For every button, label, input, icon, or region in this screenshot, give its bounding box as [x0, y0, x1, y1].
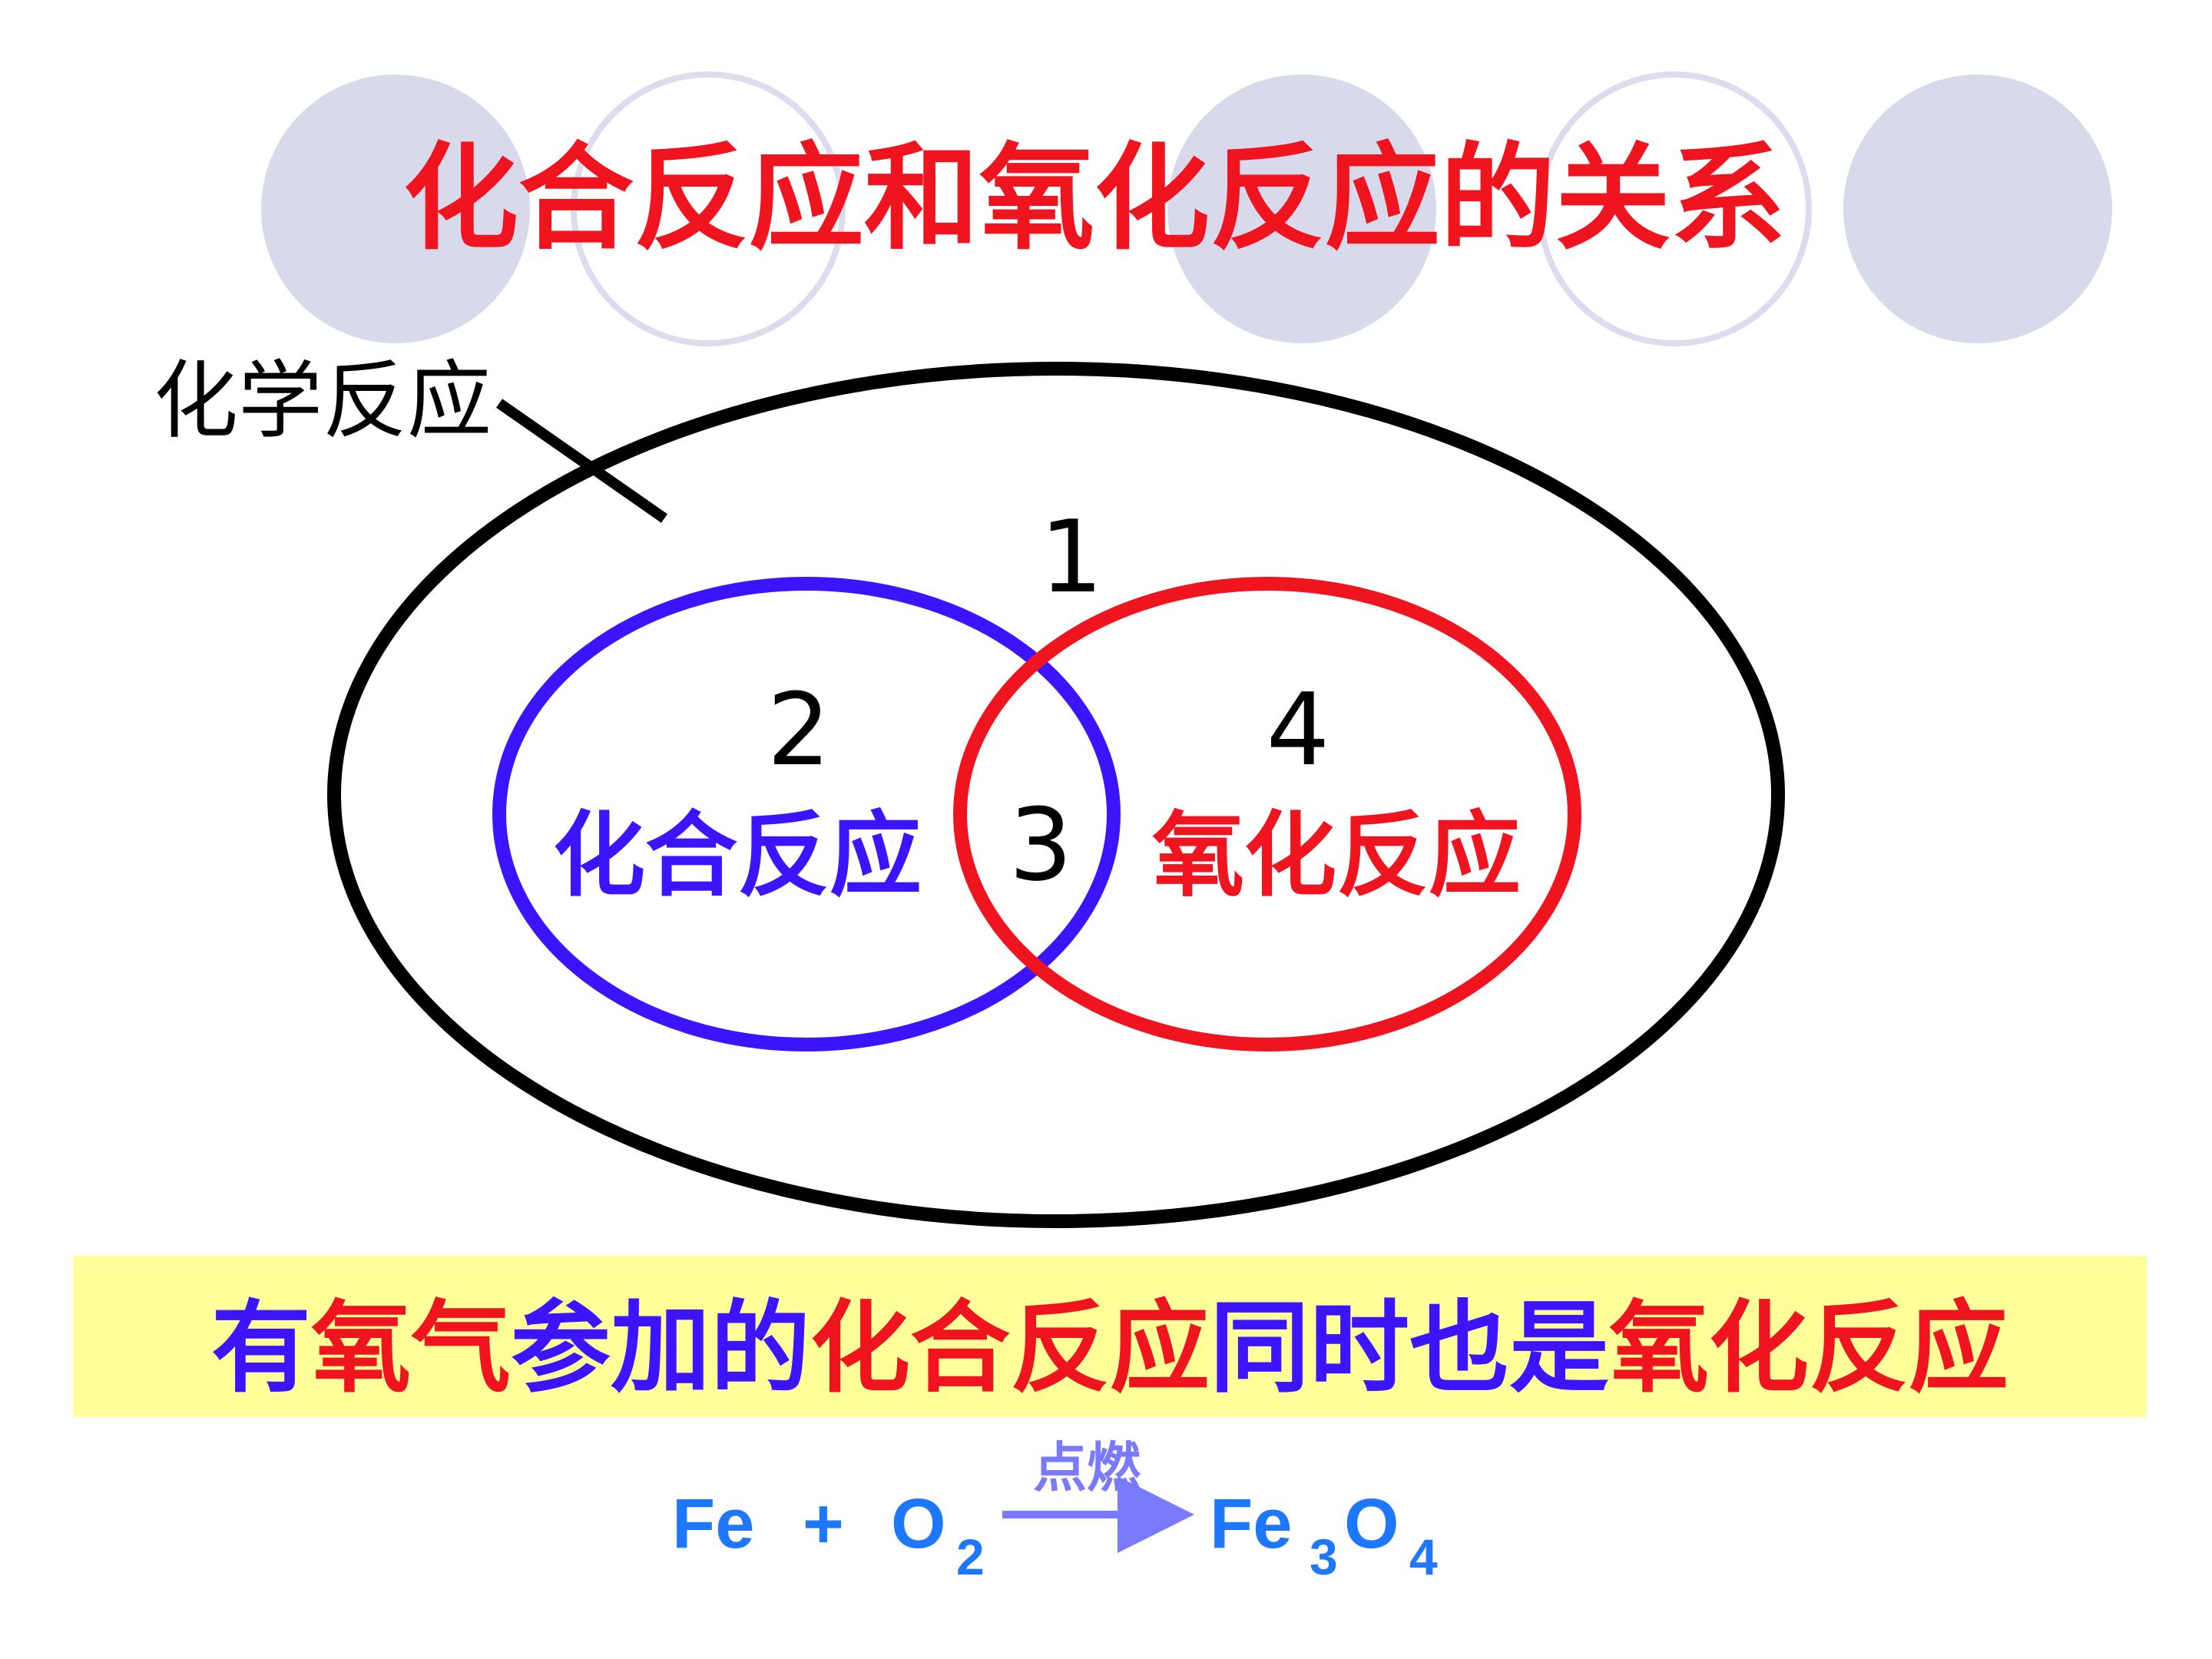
reactant-fe: Fe — [672, 1485, 754, 1563]
decorative-circles — [261, 71, 2112, 346]
deco-circle-filled-1 — [261, 75, 530, 343]
left-ellipse-combination-reactions — [492, 577, 1121, 1051]
right-set-label: 氧化反应 — [1152, 803, 1521, 909]
reactant-o: O — [891, 1485, 946, 1563]
deco-circle-filled-2 — [1167, 75, 1436, 343]
chemical-equation: Fe + O 2 Fe 3 O 4 — [672, 1485, 1438, 1585]
deco-circle-outline-1 — [571, 71, 846, 346]
outer-set-label: 化学反应 — [154, 352, 492, 450]
deco-circle-filled-3 — [1843, 75, 2112, 343]
product-fe: Fe — [1210, 1485, 1292, 1563]
statement-part-2: 氧气 — [311, 1290, 511, 1406]
right-ellipse-oxidation-reactions — [953, 577, 1581, 1051]
region-number-4: 4 — [1267, 671, 1330, 788]
statement-part-3: 参加的 — [511, 1290, 810, 1406]
reactant-o-subscript: 2 — [956, 1528, 985, 1585]
product-o-subscript: 4 — [1409, 1528, 1438, 1585]
page-title: 化合反应和氧化反应的关系 — [403, 132, 1786, 266]
region-number-3: 3 — [1009, 786, 1073, 903]
statement-part-1: 有 — [211, 1290, 311, 1406]
statement-text: 有氧气参加的化合反应同时也是氧化反应 — [211, 1290, 2008, 1406]
left-set-label: 化合反应 — [553, 803, 922, 909]
product-o: O — [1344, 1485, 1399, 1563]
statement-part-5: 同时也是 — [1210, 1290, 1609, 1406]
statement-banner — [73, 1256, 2147, 1417]
statement-part-4: 化合反应 — [810, 1290, 1210, 1406]
outer-ellipse-chemical-reactions — [327, 362, 1785, 1228]
plus-sign: + — [803, 1485, 844, 1563]
outer-label-leader-line — [495, 399, 668, 523]
reaction-condition: 点燃 — [1033, 1436, 1141, 1499]
product-fe-subscript: 3 — [1310, 1528, 1338, 1585]
deco-circle-outline-2 — [1537, 71, 1812, 346]
region-number-2: 2 — [767, 671, 831, 788]
statement-part-6: 氧化反应 — [1609, 1290, 2008, 1406]
region-number-1: 1 — [1040, 498, 1104, 615]
